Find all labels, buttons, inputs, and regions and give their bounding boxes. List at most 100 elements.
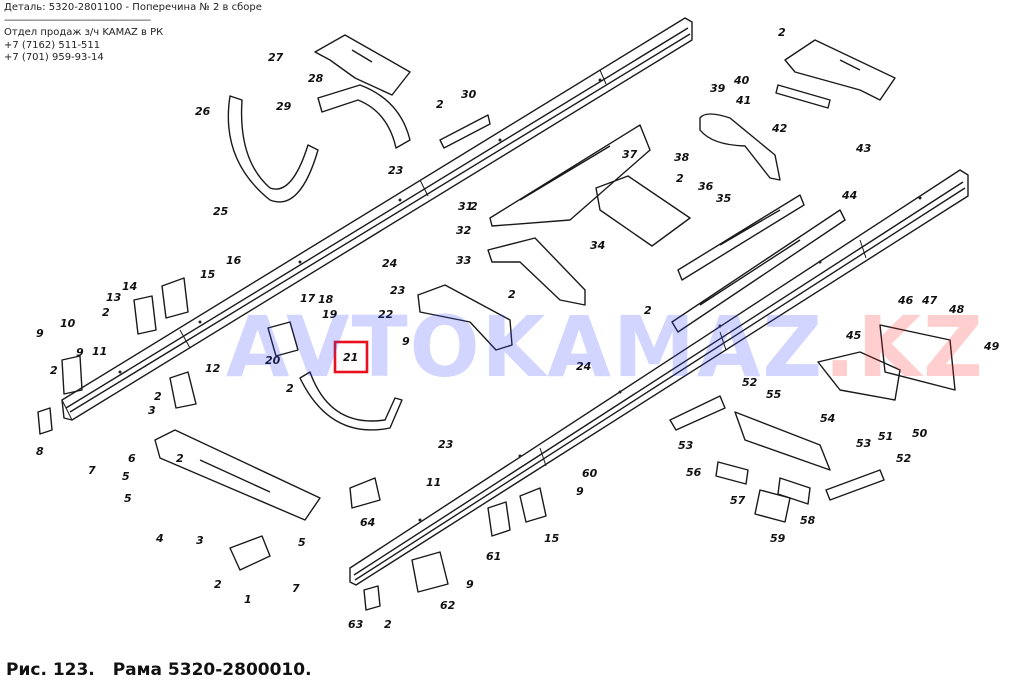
callout-44: 44 <box>841 189 857 202</box>
part-56-bracket <box>715 461 749 485</box>
callout-47: 47 <box>921 294 938 307</box>
part-13-bracket <box>133 295 157 335</box>
part-54-crossmember <box>734 411 831 471</box>
part-27-bracket <box>314 34 411 96</box>
callout-50: 50 <box>912 427 928 440</box>
part-47-plate <box>879 324 956 391</box>
callout-24: 24 <box>382 257 397 270</box>
callout-25: 25 <box>213 205 229 218</box>
callout-11: 11 <box>92 345 107 358</box>
callout-17: 17 <box>300 292 316 305</box>
callout-26: 26 <box>195 105 211 118</box>
callout-29: 29 <box>276 100 292 113</box>
part-63-bracket <box>363 585 381 611</box>
callout-49: 49 <box>983 340 1000 353</box>
callout-19: 19 <box>322 308 338 321</box>
phone-2: +7 (701) 959-93-14 <box>4 52 104 63</box>
caption-figure-number: Рис. 123. <box>6 660 95 680</box>
part-37-crossmember <box>595 175 691 247</box>
callout-1: 1 <box>244 593 252 606</box>
part-29-arch <box>317 84 411 149</box>
callout-4: 4 <box>155 532 164 545</box>
part-44-cross <box>671 209 846 333</box>
callout-52: 52 <box>742 376 758 389</box>
callout-2: 2 <box>176 452 184 465</box>
watermark: AVTOKAMAZ.KZ <box>226 298 985 396</box>
part-62-bracket <box>411 551 449 593</box>
callout-38: 38 <box>674 151 690 164</box>
callout-35: 35 <box>716 192 732 205</box>
right-side-rail <box>349 169 969 586</box>
callout-20: 20 <box>265 354 281 367</box>
callout-2: 2 <box>154 390 162 403</box>
callout-13: 13 <box>106 291 122 304</box>
callout-2: 2 <box>508 288 516 301</box>
callout-9: 9 <box>76 346 84 359</box>
right-side-rail-edges <box>539 239 867 467</box>
rivet-holes <box>118 78 922 522</box>
part-45-bracket <box>817 351 901 401</box>
highlight-box: 21 <box>333 340 369 374</box>
watermark-main: AVTOKAMAZ <box>225 298 825 396</box>
callout-45: 45 <box>845 329 862 342</box>
callout-41: 41 <box>735 94 751 107</box>
callout-34: 34 <box>590 239 605 252</box>
callout-2: 2 <box>676 172 684 185</box>
left-side-rail <box>61 17 693 421</box>
callout-39: 39 <box>710 82 726 95</box>
callout-2: 2 <box>384 618 392 631</box>
callout-2: 2 <box>50 364 58 377</box>
part-59-bracket <box>754 489 791 523</box>
left-side-rail-flange <box>65 27 691 413</box>
callout-23: 23 <box>390 284 406 297</box>
callout-15: 15 <box>200 268 216 281</box>
figure-caption: Рис. 123. Рама 5320-2800010. <box>6 660 324 680</box>
part-61-bracket <box>487 501 511 537</box>
sales-dept: Отдел продаж з/ч KAMAZ в РК <box>4 27 164 38</box>
callout-53: 53 <box>678 439 694 452</box>
callout-59: 59 <box>770 532 786 545</box>
caption-title: Рама 5320-2800010. <box>112 660 312 680</box>
callout-9: 9 <box>466 578 474 591</box>
part-52-plate <box>669 395 885 501</box>
callout-64: 64 <box>360 516 375 529</box>
part-12-bracket <box>169 371 197 409</box>
callout-62: 62 <box>440 599 456 612</box>
callout-51: 51 <box>878 430 893 443</box>
part-20-block <box>267 321 299 357</box>
callout-3: 3 <box>148 404 156 417</box>
part-32-cross <box>489 124 651 227</box>
callout-58: 58 <box>800 514 816 527</box>
callout-2: 2 <box>102 306 110 319</box>
callout-61: 61 <box>486 550 501 563</box>
callout-28: 28 <box>308 72 324 85</box>
callout-24: 24 <box>576 360 591 373</box>
part-33-bracket <box>487 237 586 306</box>
callout-40: 40 <box>733 74 750 87</box>
callout-55: 55 <box>766 388 782 401</box>
callout-12: 12 <box>205 362 221 375</box>
callout-9: 9 <box>576 485 584 498</box>
part-42-bar <box>775 84 831 109</box>
callout-57: 57 <box>730 494 746 507</box>
callout-2: 2 <box>778 26 786 39</box>
part-21-bracket <box>299 371 403 431</box>
callout-5: 5 <box>298 536 306 549</box>
part-6-crossmember <box>154 429 321 521</box>
callout-3: 3 <box>196 534 204 547</box>
callout-5: 5 <box>122 470 130 483</box>
callout-36: 36 <box>698 180 714 193</box>
callout-5: 5 <box>124 492 132 505</box>
watermark-suffix: .KZ <box>824 298 985 396</box>
part-15b-bracket <box>519 487 547 523</box>
part-58-bracket <box>777 477 811 505</box>
part-22-crossmember <box>417 284 513 351</box>
callout-2: 2 <box>470 200 478 213</box>
callout-14: 14 <box>122 280 137 293</box>
callout-16: 16 <box>226 254 242 267</box>
callout-23: 23 <box>438 438 454 451</box>
header: Деталь: 5320-2801100 - Поперечина № 2 в … <box>4 2 262 65</box>
phone-1: +7 (7162) 511-511 <box>4 39 101 51</box>
callout-27: 27 <box>268 51 284 64</box>
part-43-bracket <box>784 39 896 101</box>
